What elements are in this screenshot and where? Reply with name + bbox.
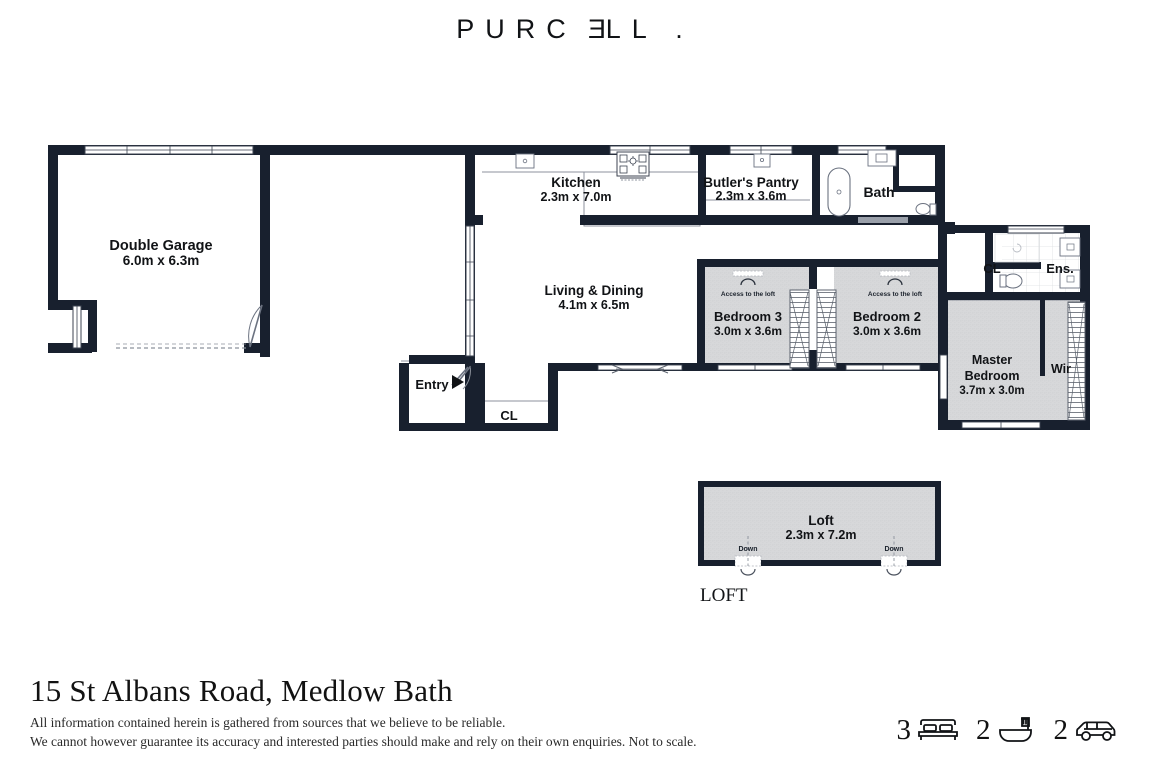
entry-direction-arrow [452,375,464,389]
plan-annotations: Access to the loft Access to the loft Do… [721,291,923,553]
room-label-bedroom-2: Bedroom 2 [853,309,921,324]
feature-bedrooms: 3 [896,713,960,746]
fixtures [452,149,1086,576]
room-label-living-dining: Living & Dining [545,283,644,298]
feature-bathrooms: 2 [976,715,1037,745]
annotation-loft-down-right: Down [884,546,903,553]
room-dims-bedroom-2: 3.0m x 3.6m [853,324,921,338]
room-label-kitchen: Kitchen [551,175,601,190]
annotation-loft-down-left: Down [738,546,757,553]
disclaimer-text: All information contained herein is gath… [30,713,1120,751]
room-label-master-bedroom-line1: Master [972,353,1012,367]
loft-down-right [880,536,908,576]
room-label-cl-entry: CL [500,408,517,423]
room-label-bedroom-3: Bedroom 3 [714,309,782,324]
room-label-master-bedroom-line2: Bedroom [965,369,1020,383]
room-dims-loft: 2.3m x 7.2m [786,528,857,542]
bathroom-count: 2 [976,713,991,746]
room-label-butlers-pantry: Butler's Pantry [703,175,799,190]
loft-access-bedroom3 [732,270,764,286]
room-label-entry: Entry [415,377,449,392]
disclaimer-line-2: We cannot however guarantee its accuracy… [30,733,697,749]
loft-down-left [734,536,762,576]
car-icon [1076,721,1116,741]
room-label-wir: Wir [1051,362,1071,376]
brand-dot: . [675,14,694,44]
room-dims-double-garage: 6.0m x 6.3m [123,253,200,268]
annotation-loft-access-bedroom2: Access to the loft [868,291,923,298]
room-label-bath: Bath [863,184,894,200]
property-features: 3 2 [897,715,1121,745]
loft-access-bedroom2 [879,270,911,286]
room-label-cl-ensuite: CL [983,261,1000,276]
feature-car-spaces: 2 [1053,713,1121,746]
disclaimer-line-1: All information contained herein is gath… [30,714,506,730]
bedroom-count: 3 [896,713,912,746]
room-label-ensuite: Ens. [1046,261,1073,276]
room-label-loft: Loft [808,513,834,528]
room-label-double-garage: Double Garage [109,238,212,254]
brand-name-part1: PURC [456,14,577,44]
brand-name-part2: LL [605,14,657,44]
footer: 15 St Albans Road, Medlow Bath All infor… [30,673,1120,751]
property-address: 15 St Albans Road, Medlow Bath [30,673,453,709]
room-dims-living-dining: 4.1m x 6.5m [559,298,630,312]
room-dims-master-bedroom: 3.7m x 3.0m [959,385,1024,397]
car-space-count: 2 [1053,713,1069,746]
bath-icon [998,717,1032,742]
room-dims-butlers-pantry: 2.3m x 3.6m [716,189,787,203]
level-label-loft: LOFT [700,585,748,606]
bed-icon [918,719,958,740]
room-labels: Double Garage 6.0m x 6.3m Kitchen 2.3m x… [109,175,1073,542]
room-dims-bedroom-3: 3.0m x 3.6m [714,324,782,338]
room-dims-kitchen: 2.3m x 7.0m [541,190,612,204]
brand-logo: PURCELL . [0,14,1150,45]
annotation-loft-access-bedroom3: Access to the loft [721,291,776,298]
floorplan-drawing: Double Garage 6.0m x 6.3m Kitchen 2.3m x… [48,145,1090,606]
